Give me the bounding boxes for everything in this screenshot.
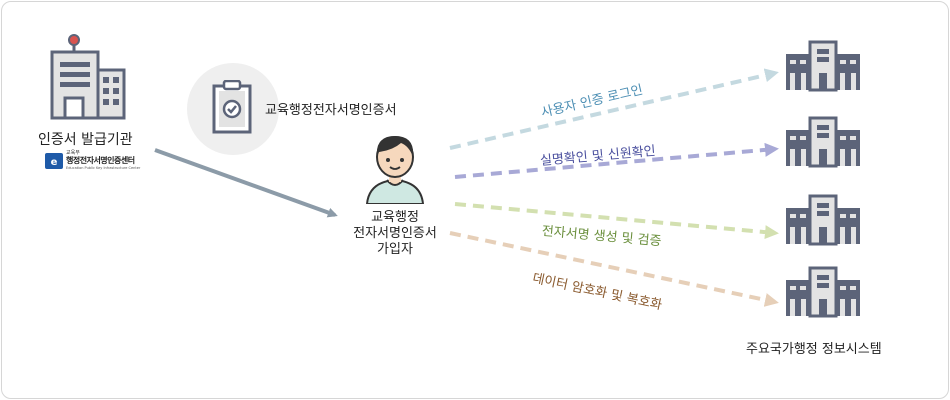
encryption-arrow-line bbox=[449, 231, 779, 307]
logo-main-text: 행정전자서명인증센터 bbox=[66, 156, 135, 165]
issuer-building-icon bbox=[50, 34, 126, 120]
certificate-label: 교육행정전자서명인증서 bbox=[265, 103, 397, 118]
systems-label: 주요국가행정 정보시스템 bbox=[746, 342, 882, 357]
logo-small-text: 교육부 bbox=[66, 150, 80, 156]
system-building-icon-4 bbox=[786, 266, 860, 318]
user-avatar-icon bbox=[365, 136, 425, 204]
system-building-icon-1 bbox=[786, 40, 860, 92]
svg-text:e: e bbox=[51, 157, 58, 168]
user-label-line2: 전자서명인증서 bbox=[353, 226, 437, 241]
system-building-icon-3 bbox=[786, 194, 860, 246]
issuer-logo: e 교육부 행정전자서명인증센터 Education Public Key In… bbox=[45, 150, 145, 172]
issuer-label: 인증서 발급기관 bbox=[38, 132, 133, 148]
login-arrow-line bbox=[449, 68, 779, 150]
user-label-line1: 교육행정 bbox=[371, 210, 419, 225]
system-building-icon-2 bbox=[786, 116, 860, 168]
logo-sub-text: Education Public Key Infrastructure Cent… bbox=[66, 166, 141, 170]
epki-logo-icon: e bbox=[45, 153, 63, 169]
user-label: 교육행정 전자서명인증서 가입자 bbox=[340, 210, 450, 258]
issuer-to-user-arrow bbox=[154, 148, 338, 218]
certificate-clipboard-icon bbox=[212, 80, 252, 134]
user-label-line3: 가입자 bbox=[377, 242, 413, 257]
